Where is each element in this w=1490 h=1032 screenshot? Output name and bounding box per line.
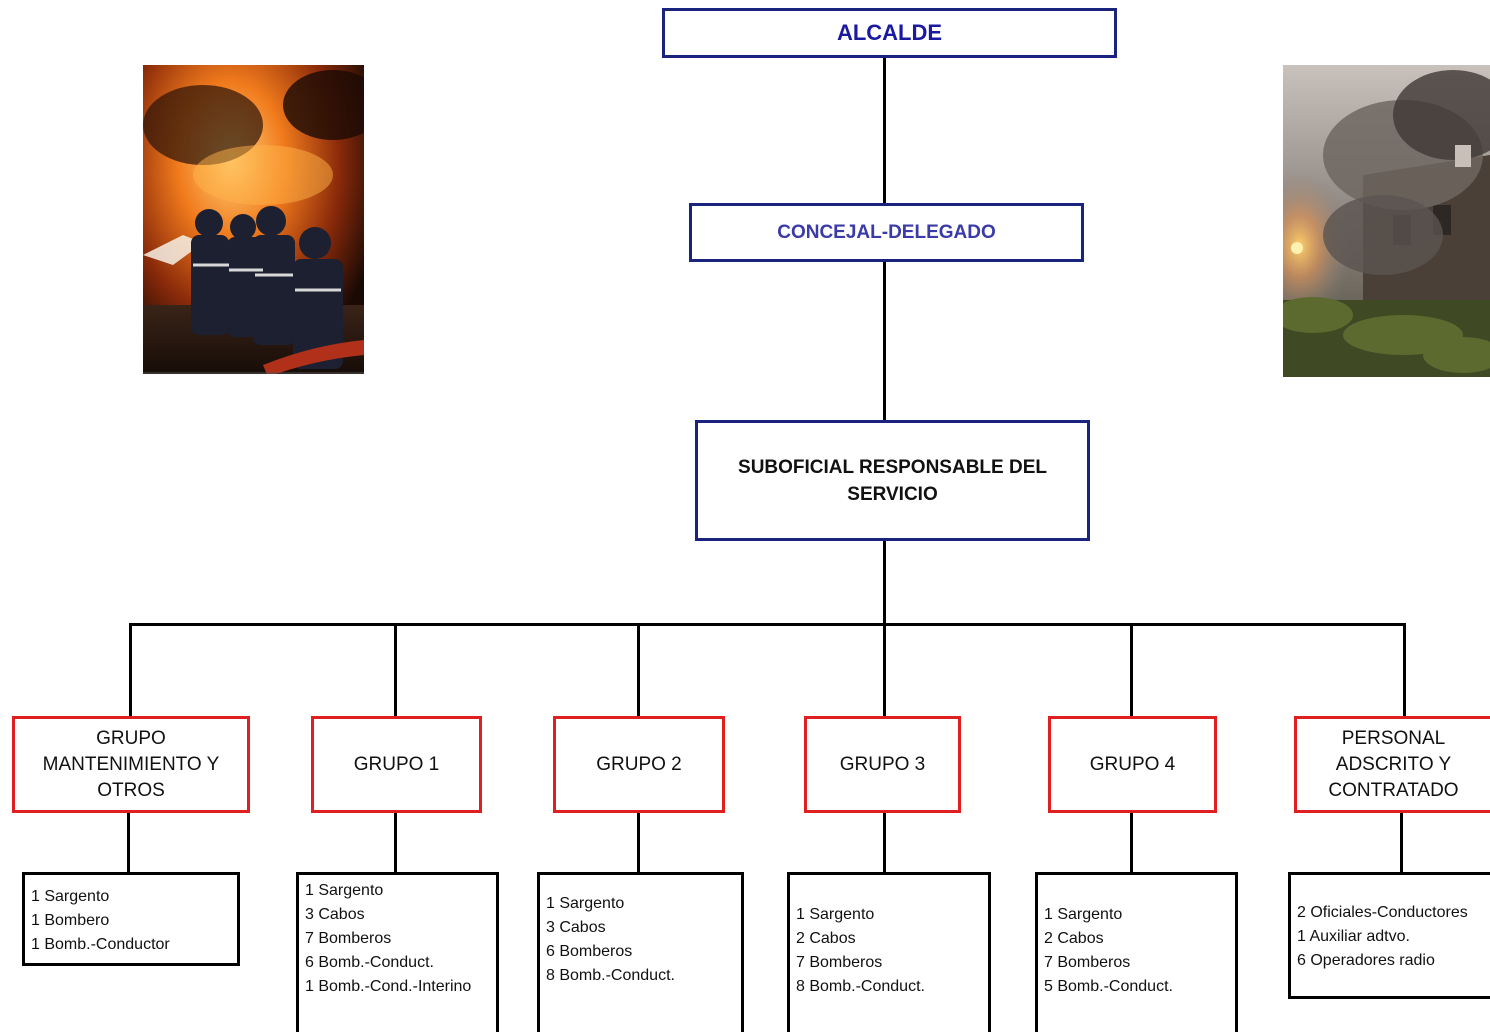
firefighters-photo bbox=[143, 65, 364, 382]
concejal-delegado-box: CONCEJAL-DELEGADO bbox=[689, 203, 1084, 262]
group-title: GRUPO 3 bbox=[839, 753, 926, 775]
alcalde-box: ALCALDE bbox=[662, 8, 1117, 58]
connector-group-staff-3 bbox=[883, 812, 886, 873]
staff-box-mantenimiento: 1 Sargento 1 Bombero 1 Bomb.-Conductor bbox=[22, 872, 240, 966]
staff-line: 1 Bomb.-Cond.-Interino bbox=[305, 978, 472, 995]
connector-bus-group-4 bbox=[1130, 623, 1133, 717]
connector-bus-group-personal bbox=[1403, 623, 1406, 717]
group-title: PERSONAL ADSCRITO Y CONTRATADO bbox=[1328, 727, 1459, 801]
connector-group-staff-1 bbox=[394, 812, 397, 873]
connector-group-staff-2 bbox=[637, 812, 640, 873]
suboficial-label: SUBOFICIAL RESPONSABLE DEL SERVICIO bbox=[738, 456, 1047, 505]
staff-line: 1 Bomb.-Conductor bbox=[31, 936, 170, 953]
staff-box-personal: 2 Oficiales-Conductores 1 Auxiliar adtvo… bbox=[1288, 872, 1490, 999]
connector-bus-group-mantenimiento bbox=[129, 623, 132, 717]
connector-bus-group-3 bbox=[883, 623, 886, 717]
group-title: GRUPO 2 bbox=[596, 753, 682, 775]
concejal-delegado-label: CONCEJAL-DELEGADO bbox=[777, 221, 996, 243]
staff-line: 3 Cabos bbox=[546, 919, 606, 936]
staff-line: 2 Cabos bbox=[1044, 930, 1104, 947]
staff-line: 1 Sargento bbox=[796, 906, 875, 923]
burning-building-photo bbox=[1283, 65, 1490, 377]
staff-box-1: 1 Sargento 3 Cabos 7 Bomberos 6 Bomb.-Co… bbox=[296, 872, 499, 1032]
staff-line: 1 Auxiliar adtvo. bbox=[1297, 928, 1410, 945]
group-box-2: GRUPO 2 bbox=[553, 716, 725, 813]
staff-line: 8 Bomb.-Conduct. bbox=[796, 978, 925, 995]
staff-line: 1 Bombero bbox=[31, 912, 110, 929]
staff-line: 7 Bomberos bbox=[305, 930, 392, 947]
staff-line: 7 Bomberos bbox=[1044, 954, 1131, 971]
group-box-4: GRUPO 4 bbox=[1048, 716, 1217, 813]
staff-line: 6 Bomb.-Conduct. bbox=[305, 954, 434, 971]
connector-bus-group-1 bbox=[394, 623, 397, 717]
staff-line: 5 Bomb.-Conduct. bbox=[1044, 978, 1173, 995]
staff-box-2: 1 Sargento 3 Cabos 6 Bomberos 8 Bomb.-Co… bbox=[537, 872, 744, 1032]
group-box-3: GRUPO 3 bbox=[804, 716, 961, 813]
connector-group-staff-mantenimiento bbox=[127, 812, 130, 873]
group-box-1: GRUPO 1 bbox=[311, 716, 482, 813]
staff-line: 1 Sargento bbox=[305, 882, 384, 899]
group-box-mantenimiento: GRUPO MANTENIMIENTO Y OTROS bbox=[12, 716, 250, 813]
staff-line: 2 Oficiales-Conductores bbox=[1297, 904, 1468, 921]
staff-box-4: 1 Sargento 2 Cabos 7 Bomberos 5 Bomb.-Co… bbox=[1035, 872, 1238, 1032]
group-title: GRUPO MANTENIMIENTO Y OTROS bbox=[42, 727, 220, 801]
staff-line: 3 Cabos bbox=[305, 906, 365, 923]
group-title: GRUPO 4 bbox=[1089, 753, 1176, 775]
staff-line: 1 Sargento bbox=[1044, 906, 1123, 923]
staff-line: 1 Sargento bbox=[546, 895, 625, 912]
connector-horizontal-bus bbox=[129, 623, 1406, 626]
group-title: GRUPO 1 bbox=[353, 753, 440, 775]
group-box-personal: PERSONAL ADSCRITO Y CONTRATADO bbox=[1294, 716, 1490, 813]
connector-alcalde-concejal bbox=[883, 57, 886, 204]
connector-group-staff-personal bbox=[1400, 812, 1403, 873]
staff-line: 6 Bomberos bbox=[546, 943, 633, 960]
staff-line: 7 Bomberos bbox=[796, 954, 883, 971]
connector-suboficial-bus bbox=[883, 540, 886, 625]
alcalde-label: ALCALDE bbox=[836, 20, 943, 45]
connector-concejal-suboficial bbox=[883, 261, 886, 421]
connector-bus-group-2 bbox=[637, 623, 640, 717]
suboficial-box: SUBOFICIAL RESPONSABLE DEL SERVICIO bbox=[695, 420, 1090, 541]
staff-line: 8 Bomb.-Conduct. bbox=[546, 967, 675, 984]
staff-line: 1 Sargento bbox=[31, 888, 110, 905]
staff-line: 2 Cabos bbox=[796, 930, 856, 947]
connector-group-staff-4 bbox=[1130, 812, 1133, 873]
staff-box-3: 1 Sargento 2 Cabos 7 Bomberos 8 Bomb.-Co… bbox=[787, 872, 991, 1032]
staff-line: 6 Operadores radio bbox=[1297, 952, 1435, 969]
